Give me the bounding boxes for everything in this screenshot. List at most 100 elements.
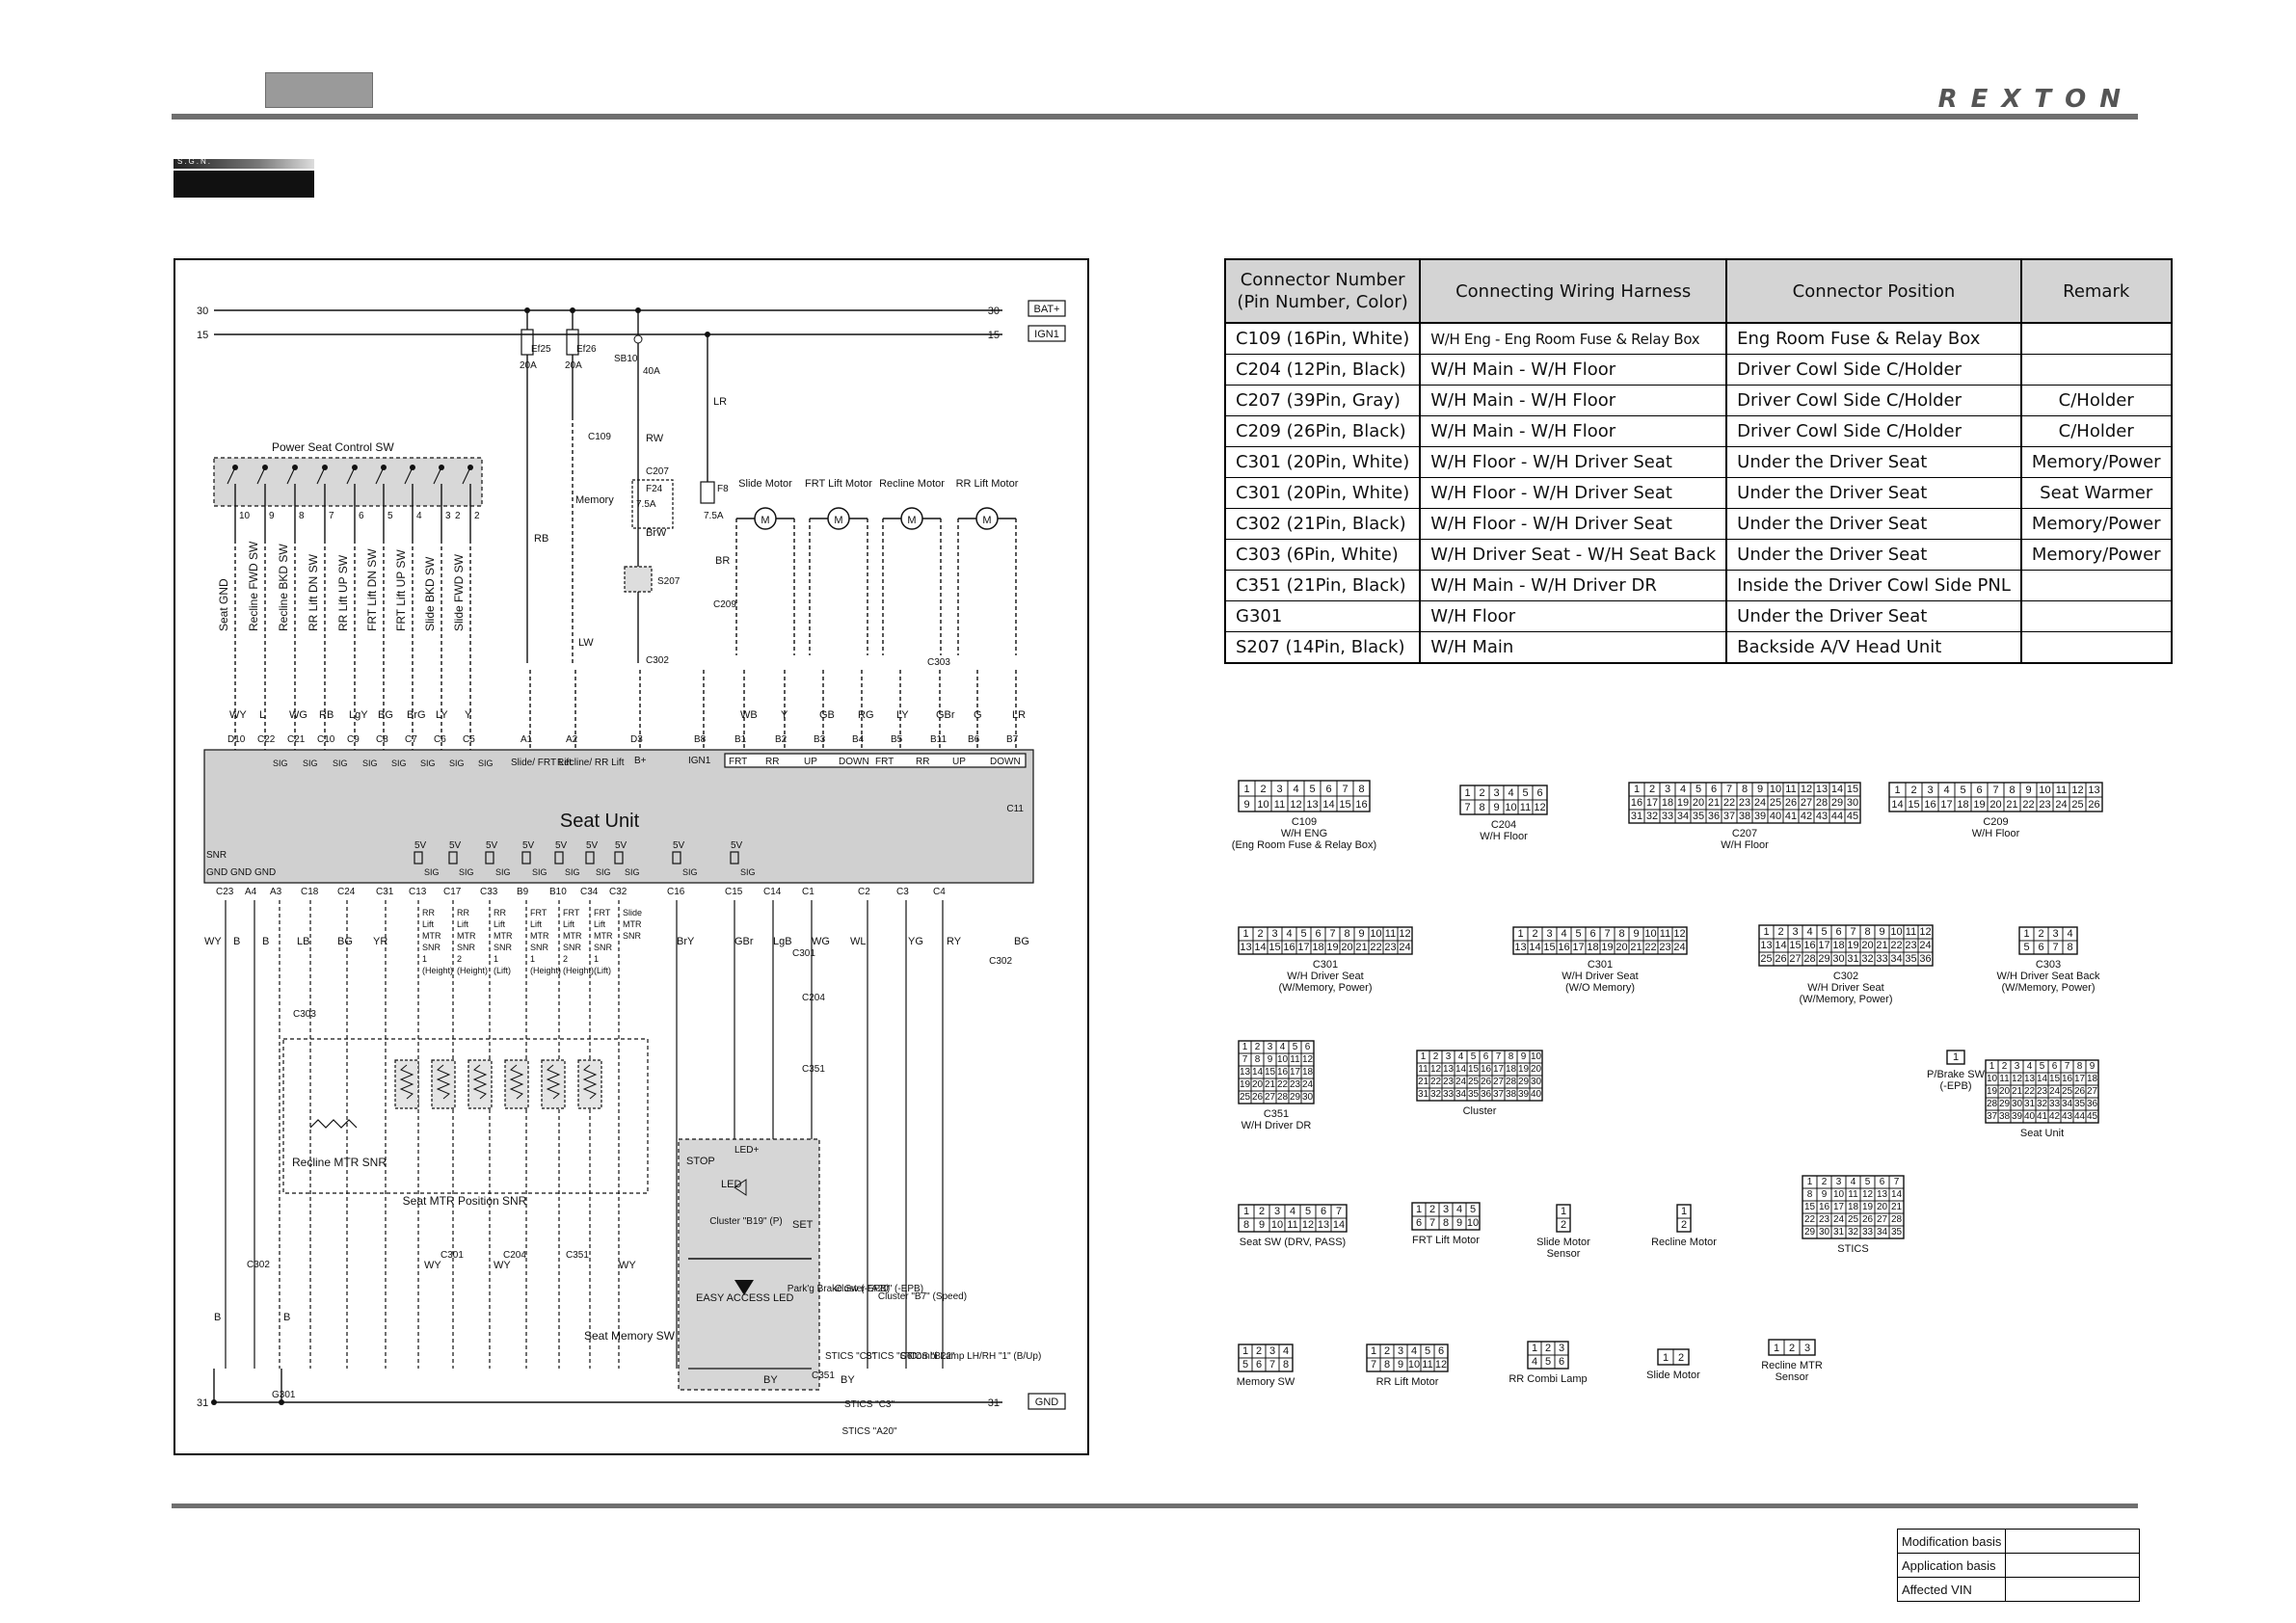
pin-number: 3	[2052, 928, 2058, 940]
pin-number: 7	[2052, 942, 2058, 953]
sig-label: SIG	[303, 758, 318, 768]
pin-number: 6	[1589, 928, 1595, 940]
pin-number: 12	[1290, 799, 1301, 811]
pin-number: 8	[1742, 784, 1748, 795]
pin-number: 40	[1531, 1089, 1542, 1100]
pin-number: 23	[1819, 1214, 1830, 1225]
pin-cell	[1844, 809, 1861, 824]
pin-number: 31	[1418, 1089, 1429, 1100]
pin-number: 18	[1506, 1064, 1517, 1075]
sig-label: SIG	[495, 867, 511, 877]
pin-number: 9	[1822, 1189, 1828, 1200]
voltage-label: 5V	[414, 840, 427, 851]
junction-dot	[279, 1399, 284, 1405]
pin-number: 41	[1785, 811, 1797, 822]
mem-label: SET	[792, 1219, 814, 1231]
pin-number: C22	[257, 734, 276, 745]
pin-number: 17	[1297, 942, 1309, 953]
connector-label: C209	[713, 599, 736, 610]
motor-symbol: M	[982, 515, 991, 526]
pin-cell	[1300, 1090, 1315, 1104]
led-icon	[734, 1179, 747, 1196]
sensor-label: Lift	[422, 919, 435, 929]
connector-caption: W/H ENG	[1281, 828, 1327, 839]
switch-contact	[352, 465, 358, 470]
fuse-rating: 40A	[643, 366, 660, 377]
pin-number: 23	[1659, 942, 1670, 953]
pin-number: 33	[1876, 953, 1887, 965]
pin-number: 32	[1848, 1227, 1859, 1237]
pin-number: C32	[609, 887, 627, 897]
sensor-label: MTR	[530, 931, 549, 941]
pin-number: C24	[337, 887, 356, 897]
pin-cell	[1554, 1354, 1569, 1370]
pin-number: C17	[443, 887, 462, 897]
connector-caption: Memory SW	[1237, 1376, 1295, 1388]
table-header-row: Connector Number (Pin Number, Color) Con…	[1223, 258, 2173, 324]
col-position: Connector Position	[1725, 258, 2022, 324]
connector-caption: W/H Driver DR	[1241, 1120, 1312, 1131]
section-bar	[174, 171, 314, 198]
pin-cell	[1946, 1050, 1965, 1065]
pin-number: 12	[1534, 802, 1545, 813]
pin-number: 27	[1265, 1092, 1276, 1103]
pin-number: 17	[1940, 799, 1952, 811]
sensor-resistor	[614, 851, 624, 865]
col-connector-number: Connector Number (Pin Number, Color)	[1223, 258, 1422, 324]
pin-number: 2	[1649, 784, 1655, 795]
pin-number: 26	[1862, 1214, 1874, 1225]
connector-caption: STICS	[1837, 1243, 1868, 1255]
sensor-label: Lift	[494, 919, 506, 929]
pin-number: 10	[1467, 1217, 1479, 1229]
pin-number: 18	[2087, 1074, 2098, 1084]
pin-number: 8	[1479, 802, 1484, 813]
pin-number: 1	[1763, 926, 1769, 938]
cell-harness: W/H Floor - W/H Driver Seat	[1419, 446, 1728, 478]
connector-caption: C109	[1292, 816, 1317, 828]
output-label: STICS "B22"	[899, 1351, 955, 1362]
pin-number: 9	[2090, 1061, 2096, 1072]
sensor-label: FRT	[530, 908, 547, 918]
pin-number: B10	[549, 887, 567, 897]
pin-number: 16	[1819, 1202, 1830, 1212]
pin-number: 13	[1443, 1064, 1455, 1075]
connector-caption: W/H Floor	[1721, 839, 1769, 851]
cell-connector-number: G301	[1223, 600, 1422, 632]
pin-number: 8	[2077, 1061, 2083, 1072]
pin-number: 13	[2088, 785, 2099, 796]
pin-number: 7	[1371, 1359, 1376, 1370]
pin-number: 15	[2049, 1074, 2061, 1084]
connector-label: C207	[646, 466, 669, 477]
pin-number: 25	[2062, 1086, 2073, 1097]
pin-number: C13	[409, 887, 427, 897]
sensor-label: MTR	[563, 931, 582, 941]
bus-number: 15	[197, 330, 208, 341]
pin-number: 6	[1321, 1206, 1326, 1217]
pin-number: 38	[1999, 1111, 2011, 1122]
pin-number: 10	[2039, 785, 2050, 796]
pin-number: 15	[1908, 799, 1919, 811]
pin-number: 12	[1435, 1359, 1447, 1370]
pin-number: 34	[1455, 1089, 1467, 1100]
pin-function-label: Recline/ RR Lift	[557, 758, 625, 768]
pin-number: 7	[1242, 1054, 1248, 1065]
pin-number: 24	[1673, 942, 1685, 953]
pin-number: 36	[1708, 811, 1720, 822]
pin-number: B1	[734, 734, 747, 745]
wire-color-label: B	[283, 1312, 290, 1323]
switch-blade	[256, 466, 266, 485]
pin-number: 3	[2015, 1061, 2020, 1072]
mod-row: Modification basis	[1896, 1529, 2141, 1554]
connector-caption: W/H Floor	[1480, 831, 1528, 842]
pin-number: 11	[1287, 1219, 1297, 1231]
pin-number: 35	[1468, 1089, 1480, 1100]
pin-number: 18	[1302, 1067, 1314, 1078]
pin-number: 12	[1801, 784, 1812, 795]
cell-position: Backside A/V Head Unit	[1725, 631, 2022, 664]
pin-number: 16	[1631, 797, 1642, 809]
pin-number: A4	[245, 887, 257, 897]
pin-number: 3	[1493, 787, 1499, 799]
connector-caption: Seat Unit	[2020, 1128, 2064, 1139]
